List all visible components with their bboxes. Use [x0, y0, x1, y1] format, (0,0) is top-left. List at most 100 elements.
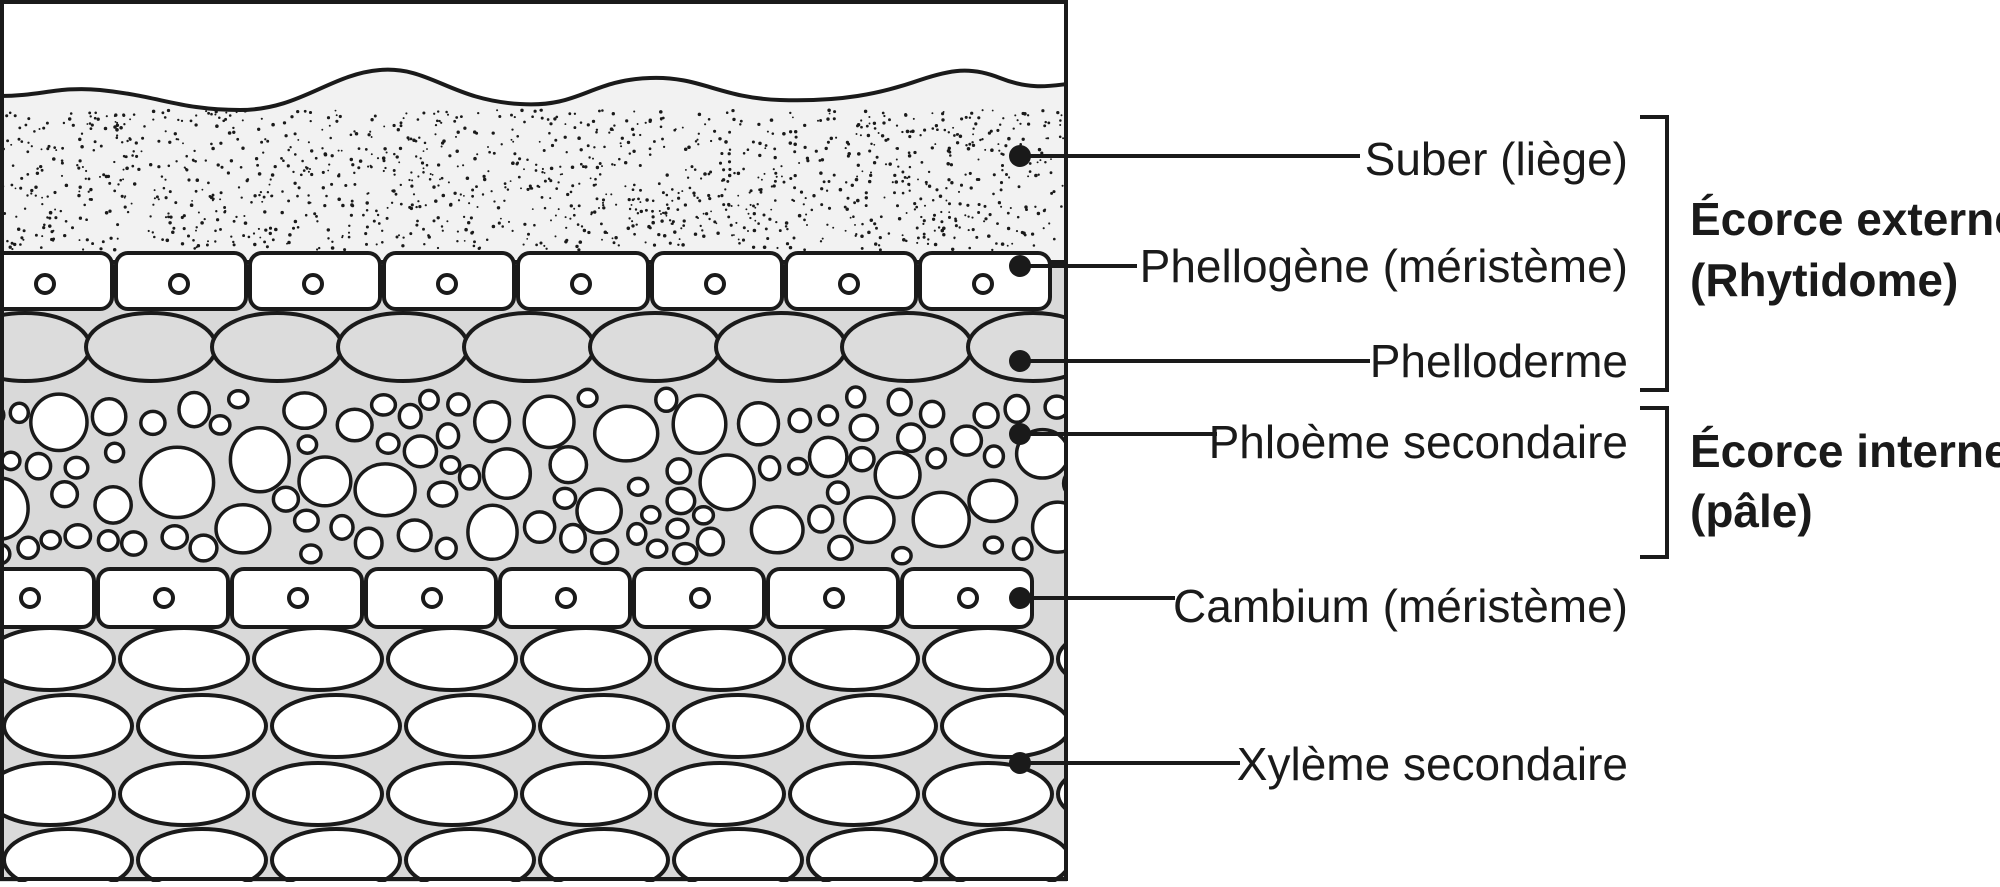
phelloderme-layer: [0, 311, 1067, 383]
suber-dot: [819, 119, 823, 122]
phloeme-cell: [208, 414, 232, 436]
xyleme-cell: [654, 761, 786, 827]
leader-cambium: [1009, 587, 1175, 609]
suber-dot: [1001, 168, 1004, 172]
suber-dot: [22, 238, 25, 241]
cell-nucleus: [302, 273, 324, 295]
suber-dot: [543, 171, 546, 174]
suber-dot: [666, 206, 670, 210]
suber-dot: [385, 151, 388, 154]
suber-dot: [71, 226, 74, 230]
suber-dot: [805, 213, 808, 216]
phloeme-cell: [1014, 427, 1067, 480]
suber-dot: [770, 208, 773, 211]
suber-dot: [39, 246, 43, 249]
suber-dot: [473, 156, 477, 161]
suber-dot: [784, 221, 789, 225]
suber-dot: [1050, 158, 1052, 161]
suber-dot: [456, 165, 459, 168]
suber-dot: [260, 117, 263, 120]
suber-dot: [260, 140, 264, 144]
suber-dot: [27, 117, 31, 121]
suber-dot: [611, 237, 614, 240]
suber-dot: [383, 125, 386, 128]
suber-dot: [299, 173, 303, 177]
suber-dot: [645, 198, 649, 202]
suber-dot: [772, 168, 775, 171]
suber-dot: [205, 243, 209, 247]
xyleme-cell: [672, 693, 804, 759]
phloeme-cell: [297, 455, 353, 508]
suber-dot: [878, 236, 882, 240]
suber-dot: [897, 165, 900, 168]
suber-dot: [591, 119, 596, 124]
suber-dot: [34, 194, 37, 197]
suber-dot: [20, 176, 24, 180]
suber-dot: [758, 141, 762, 146]
suber-dot: [791, 198, 794, 202]
suber-dot: [85, 169, 88, 173]
suber-dot: [1034, 173, 1038, 178]
suber-dot: [594, 177, 597, 181]
suber-dot: [716, 231, 720, 235]
suber-dot: [789, 111, 792, 115]
suber-dot: [966, 147, 971, 151]
suber-dot: [601, 198, 606, 202]
suber-dot: [845, 207, 849, 211]
suber-dot: [445, 110, 448, 114]
suber-dot: [573, 126, 577, 130]
suber-dot: [475, 185, 478, 189]
suber-dot: [531, 208, 534, 211]
suber-dot: [911, 129, 915, 134]
suber-dot: [1026, 114, 1030, 117]
suber-dot: [692, 191, 696, 195]
suber-dot: [1052, 237, 1056, 241]
suber-dot: [631, 224, 635, 228]
suber-dot: [476, 206, 479, 208]
leader-phellogene: [1009, 255, 1137, 277]
suber-dot: [459, 193, 462, 196]
suber-dot: [747, 212, 750, 215]
suber-dot: [673, 230, 677, 234]
suber-dot: [350, 203, 354, 207]
suber-dot: [1016, 119, 1019, 122]
suber-dot: [113, 125, 117, 129]
suber-dot: [965, 143, 968, 147]
suber-dot: [947, 202, 952, 206]
suber-dot: [516, 161, 520, 165]
suber-dot: [414, 139, 418, 143]
suber-dot: [16, 227, 21, 231]
suber-dot: [266, 190, 270, 194]
suber-dot: [844, 181, 848, 184]
suber-dot: [157, 139, 161, 143]
suber-dot: [977, 211, 981, 214]
suber-dot: [913, 150, 917, 155]
cambium-cell: [766, 567, 900, 629]
suber-dot: [738, 241, 741, 245]
suber-dot: [772, 184, 776, 188]
suber-dot: [603, 230, 608, 235]
suber-dot: [972, 133, 975, 136]
suber-dot: [1019, 143, 1022, 146]
suber-dot: [189, 119, 193, 123]
suber-dot: [321, 128, 324, 131]
suber-dot: [462, 194, 465, 197]
suber-dot: [416, 219, 419, 223]
phloeme-cell: [139, 409, 167, 437]
suber-dot: [501, 225, 504, 228]
suber-dot: [46, 195, 49, 198]
suber-dot: [151, 109, 156, 114]
suber-dot: [210, 142, 213, 146]
suber-dot: [727, 152, 731, 156]
suber-dot: [630, 203, 633, 206]
suber-dot: [577, 248, 581, 252]
suber-dot: [395, 235, 399, 239]
suber-dot: [671, 188, 674, 191]
suber-dot: [964, 173, 967, 176]
suber-dot: [195, 226, 198, 229]
suber-dot: [931, 112, 934, 115]
suber-dot: [80, 132, 84, 135]
suber-dot: [382, 169, 385, 173]
suber-dot: [510, 138, 513, 141]
suber-dot: [991, 248, 994, 252]
